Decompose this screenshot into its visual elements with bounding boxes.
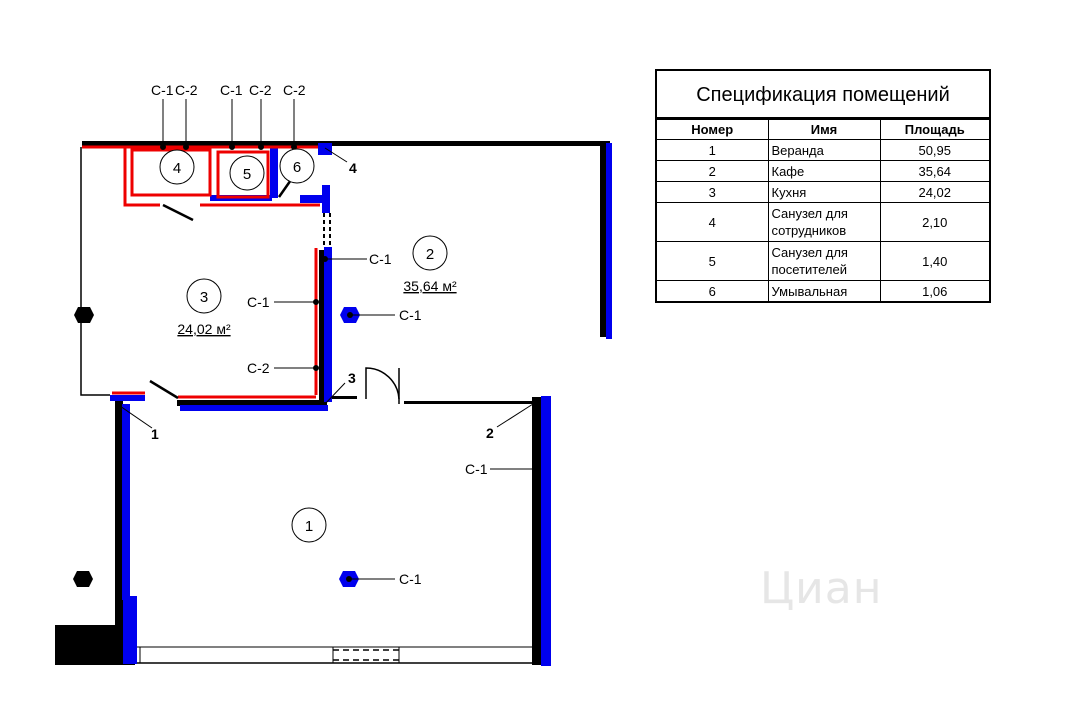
room-6-marker bbox=[279, 148, 315, 184]
cell-number: 3 bbox=[657, 181, 769, 203]
room-3-marker bbox=[186, 278, 222, 314]
cell-name: Санузел для посетителей bbox=[767, 241, 881, 281]
table-row: 3 Кухня 24,02 bbox=[657, 181, 989, 203]
callout-top-4: С-2 bbox=[249, 82, 272, 98]
room-specification-table: Спецификация помещений Номер Имя Площадь… bbox=[655, 69, 991, 303]
cell-name: Кухня bbox=[767, 181, 881, 203]
watermark: Циан bbox=[760, 563, 883, 614]
table-row: 4 Санузел для сотрудников 2,10 bbox=[657, 202, 989, 242]
callout-top-5: С-2 bbox=[283, 82, 306, 98]
section-mark-2: 2 bbox=[486, 425, 494, 441]
callout-room1-column: С-1 bbox=[399, 571, 422, 587]
cell-area: 1,06 bbox=[879, 280, 989, 301]
callout-top-3: С-1 bbox=[220, 82, 243, 98]
header-number: Номер bbox=[657, 119, 769, 140]
cell-name: Веранда bbox=[767, 139, 881, 161]
callout-room3-bottom: С-2 bbox=[247, 360, 270, 376]
cell-number: 2 bbox=[657, 160, 769, 182]
section-mark-3: 3 bbox=[348, 370, 356, 386]
leader-lines bbox=[116, 99, 538, 580]
table-row: 6 Умывальная 1,06 bbox=[657, 280, 989, 301]
callout-top-1: С-1 bbox=[151, 82, 174, 98]
cell-name: Умывальная bbox=[767, 280, 881, 301]
demolished-walls bbox=[82, 145, 320, 399]
room-2-number: 2 bbox=[426, 246, 434, 263]
cell-number: 4 bbox=[657, 202, 769, 242]
callout-room3-wall: С-1 bbox=[247, 294, 270, 310]
room-5-marker bbox=[229, 155, 265, 191]
callout-room2-wall: С-1 bbox=[369, 251, 392, 267]
callout-room1-wall: С-1 bbox=[465, 461, 488, 477]
column-black-left bbox=[74, 307, 94, 323]
cell-number: 1 bbox=[657, 139, 769, 161]
cell-area: 1,40 bbox=[879, 241, 989, 281]
column-black-left-lower bbox=[73, 571, 93, 587]
room-5-number: 5 bbox=[243, 166, 251, 183]
header-name: Имя bbox=[767, 119, 881, 140]
cell-area: 50,95 bbox=[879, 139, 989, 161]
room-markers bbox=[159, 148, 448, 543]
room-1-number: 1 bbox=[305, 518, 313, 535]
cell-name: Кафе bbox=[767, 160, 881, 182]
room-3-number: 3 bbox=[200, 289, 208, 306]
room-3-area: 24,02 м² bbox=[177, 321, 231, 337]
section-mark-4: 4 bbox=[349, 160, 357, 176]
cell-number: 5 bbox=[657, 241, 769, 281]
spec-title: Спецификация помещений bbox=[657, 71, 989, 119]
room-6-number: 6 bbox=[293, 159, 301, 176]
cell-area: 24,02 bbox=[879, 181, 989, 203]
table-row: 5 Санузел для посетителей 1,40 bbox=[657, 241, 989, 281]
doors bbox=[149, 166, 400, 661]
cell-name: Санузел для сотрудников bbox=[767, 202, 881, 242]
room-4-number: 4 bbox=[173, 160, 181, 177]
cell-area: 35,64 bbox=[879, 160, 989, 182]
section-mark-1: 1 bbox=[151, 426, 159, 442]
cell-area: 2,10 bbox=[879, 202, 989, 242]
header-area: Площадь bbox=[879, 119, 989, 140]
callout-top-2: С-2 bbox=[175, 82, 198, 98]
room-1-marker bbox=[291, 507, 327, 543]
spec-grid: Номер Имя Площадь 1 Веранда 50,95 2 Кафе… bbox=[657, 119, 989, 301]
callout-room2-column: С-1 bbox=[399, 307, 422, 323]
table-row: 1 Веранда 50,95 bbox=[657, 139, 989, 161]
existing-walls bbox=[55, 141, 610, 665]
room-2-area: 35,64 м² bbox=[403, 278, 457, 294]
room-4-marker bbox=[159, 149, 195, 185]
cell-number: 6 bbox=[657, 280, 769, 301]
table-row: 2 Кафе 35,64 bbox=[657, 160, 989, 182]
room-2-marker bbox=[412, 235, 448, 271]
